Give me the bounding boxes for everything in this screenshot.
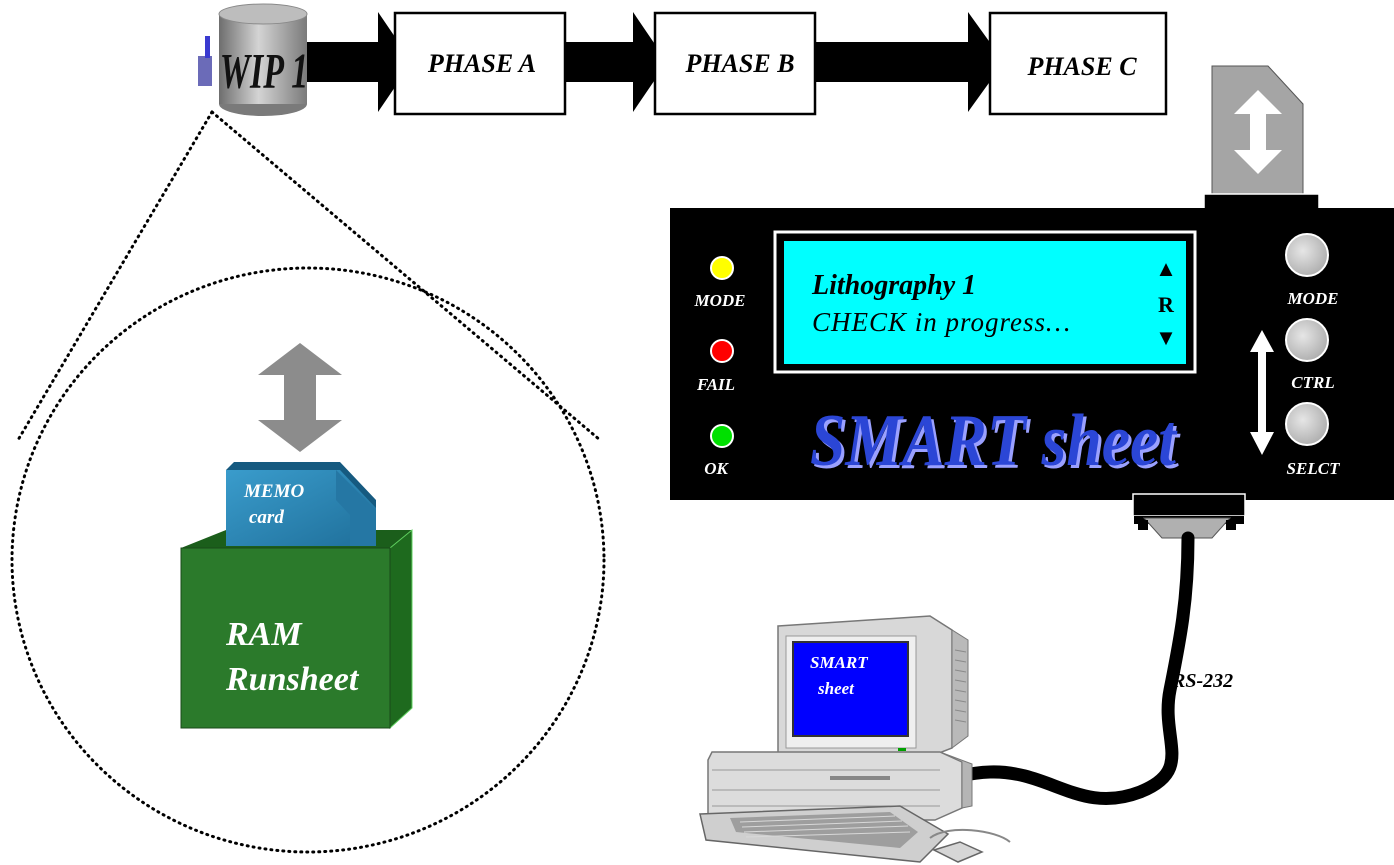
- display-line-1: Lithography 1: [811, 270, 976, 301]
- ctrl-button[interactable]: CTRL: [1285, 318, 1335, 392]
- mode-button-label: MODE: [1286, 289, 1338, 308]
- led-mode-label: MODE: [693, 291, 745, 310]
- ctrl-button-cap[interactable]: [1285, 318, 1329, 362]
- memo-card-line2: card: [249, 507, 284, 528]
- display-frame: [773, 230, 1197, 374]
- wip-card-icon: [198, 56, 212, 86]
- scroll-indicator: R: [1158, 292, 1175, 317]
- keyboard[interactable]: [699, 805, 950, 863]
- flow-arrow-1: [300, 12, 412, 112]
- ram-label: RAM: [225, 616, 303, 653]
- led-fail-indicator: [710, 339, 734, 363]
- runsheet-label: Runsheet: [225, 661, 360, 698]
- monitor: SMART sheet: [777, 615, 969, 763]
- led-fail: FAIL: [696, 339, 735, 394]
- display-line-2: CHECK in progress…: [812, 307, 1071, 337]
- led-mode-indicator: [710, 256, 734, 280]
- wip-label: WIP 1: [220, 44, 308, 99]
- ctrl-button-label: CTRL: [1291, 373, 1334, 392]
- led-ok: OK: [704, 424, 734, 478]
- phase-a-box: [393, 11, 567, 116]
- scroll-down-icon[interactable]: ▼: [1155, 325, 1177, 350]
- rs232-cable: [923, 531, 1195, 806]
- memo-card-line1: MEMO: [243, 481, 304, 502]
- zoom-line-left: [16, 110, 214, 442]
- process-flow: PHASE A PHASE B PHASE C WIP 1: [198, 3, 1168, 116]
- flow-arrow-2: [565, 12, 667, 112]
- brand-name: SMART sheet: [810, 400, 1178, 481]
- ram-runsheet-block: RAM Runsheet: [180, 528, 413, 730]
- brand-name-shadow: SMART sheet: [813, 403, 1181, 484]
- phase-b-box: [653, 11, 817, 116]
- rs232-label: RS-232: [1171, 670, 1233, 692]
- memo-card: MEMO card: [226, 462, 376, 546]
- led-ok-indicator: [710, 424, 734, 448]
- phase-c-label: PHASE C: [1026, 52, 1137, 81]
- selct-button-label: SELCT: [1287, 459, 1341, 478]
- memory-transfer-arrow-icon: [258, 343, 342, 452]
- flow-arrow-3: [815, 12, 1004, 112]
- serial-connector: [1132, 493, 1246, 539]
- selct-button-cap[interactable]: [1285, 402, 1329, 446]
- screen-line-2: sheet: [817, 679, 855, 698]
- card-insert-arrow-icon: [1234, 90, 1282, 174]
- screen-line-1: SMART: [810, 653, 868, 672]
- desktop-computer: SMART sheet: [699, 615, 1011, 863]
- zoom-line-right: [210, 110, 602, 442]
- phase-a-label: PHASE A: [427, 49, 536, 78]
- zoom-circle: [10, 266, 606, 854]
- monitor-screen: [792, 641, 909, 737]
- mouse-icon[interactable]: [929, 828, 1011, 863]
- led-fail-label: FAIL: [696, 375, 735, 394]
- phase-b-label: PHASE B: [684, 49, 794, 78]
- led-ok-label: OK: [704, 459, 729, 478]
- lcd-display: [784, 241, 1186, 364]
- smart-sheet-device: Lithography 1 CHECK in progress… ▲ R ▼ M…: [670, 65, 1394, 539]
- card-slot: [1203, 65, 1320, 213]
- system-unit: [707, 751, 973, 821]
- zoom-bubble: [10, 110, 606, 854]
- phase-c-box: [988, 11, 1168, 116]
- scroll-up-icon[interactable]: ▲: [1155, 256, 1177, 281]
- selct-button[interactable]: SELCT: [1285, 402, 1341, 478]
- power-led: [898, 748, 906, 751]
- navigate-updown-icon: [1250, 330, 1274, 455]
- mode-button-cap[interactable]: [1285, 233, 1329, 277]
- led-mode: MODE: [693, 256, 746, 310]
- wip-container: WIP 1: [198, 3, 308, 116]
- mode-button[interactable]: MODE: [1285, 233, 1339, 308]
